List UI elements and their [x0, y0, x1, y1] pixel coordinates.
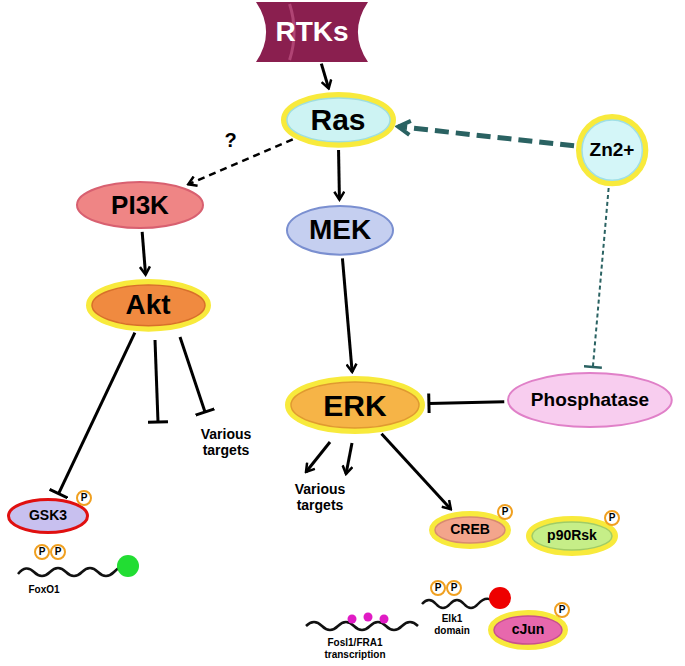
- inhibition-line: [155, 340, 158, 422]
- phospho-mark: P: [430, 580, 446, 596]
- phospho-mark: P: [554, 602, 570, 618]
- inhibition-line: [59, 333, 135, 494]
- node-shape: [285, 204, 395, 257]
- activation-arrow: [188, 139, 292, 184]
- node-shape: [526, 516, 618, 556]
- highlight-glow: [89, 282, 208, 329]
- activation-arrow: [346, 443, 352, 474]
- activation-arrow: [398, 127, 574, 146]
- receptor-highlight: [290, 4, 294, 60]
- target-ellipse: CREB: [429, 511, 511, 549]
- protein-domain: [489, 587, 511, 609]
- node-shape: [281, 92, 396, 148]
- transcription-dot: [348, 615, 357, 624]
- node-outline: [287, 98, 390, 142]
- node-label: p90Rsk: [547, 528, 597, 543]
- protein-strand: [422, 599, 492, 608]
- highlight-glow: [284, 95, 393, 145]
- transcription-dot: [380, 615, 389, 624]
- node-shape: [75, 180, 205, 230]
- transcription-dot: [364, 613, 373, 622]
- protein-ellipse: Akt: [86, 279, 211, 332]
- node-label: Ras: [310, 103, 365, 136]
- node-label: CREB: [450, 522, 490, 537]
- protein-ellipse: PI3K: [75, 180, 205, 230]
- phospho-mark: P: [34, 544, 50, 560]
- edge-label: ?: [222, 128, 238, 151]
- gene-note: Fosl1/FRA1 transcription: [310, 637, 400, 660]
- node-outline: [77, 182, 203, 228]
- phospho-mark: P: [76, 490, 92, 506]
- ion-circle: Zn2+: [576, 114, 648, 186]
- node-outline: [291, 382, 419, 428]
- node-shape: [506, 371, 674, 429]
- node-outline: [494, 616, 562, 644]
- protein-ellipse: MEK: [285, 204, 395, 257]
- gene-strand: [306, 622, 418, 630]
- target-note: Various targets: [284, 481, 356, 513]
- receptor-outline: [256, 2, 368, 62]
- node-shape: [576, 114, 648, 186]
- node-label: Akt: [125, 290, 170, 321]
- node-label: cJun: [512, 622, 545, 637]
- activation-arrow: [321, 64, 328, 89]
- node-label: Zn2+: [590, 140, 635, 161]
- phospho-mark: P: [604, 510, 620, 526]
- node-outline: [9, 500, 88, 533]
- activation-arrow: [382, 434, 451, 509]
- protein-ellipse: Ras: [281, 92, 396, 148]
- phospho-mark: P: [446, 580, 462, 596]
- node-shape: [86, 279, 211, 332]
- node-outline: [508, 373, 672, 427]
- protein-name: FoxO1: [14, 584, 74, 596]
- highlight-glow: [491, 613, 565, 647]
- highlight-glow: [579, 117, 645, 183]
- highlight-glow: [288, 379, 422, 431]
- node-shape: [429, 511, 511, 549]
- node-label: GSK3: [29, 508, 67, 523]
- target-ellipse: GSK3: [6, 497, 90, 535]
- target-ellipse: p90Rsk: [526, 516, 618, 556]
- activation-arrow: [337, 150, 341, 200]
- highlight-glow: [432, 514, 508, 546]
- protein-strand: [18, 566, 128, 576]
- inhibition-line: [593, 188, 609, 367]
- node-label: ERK: [323, 389, 386, 422]
- activation-arrow: [342, 258, 352, 372]
- receptor-shape: RTKs: [256, 2, 368, 62]
- node-label: PI3K: [111, 191, 169, 220]
- node-outline: [287, 206, 393, 255]
- node-outline: [92, 285, 205, 326]
- target-note: Various targets: [190, 426, 262, 458]
- activation-arrow: [142, 232, 145, 275]
- node-label: MEK: [309, 215, 371, 246]
- highlight-glow: [529, 519, 615, 553]
- node-label: Phosphatase: [531, 390, 649, 411]
- node-outline: [582, 120, 642, 180]
- target-ellipse: cJun: [488, 610, 568, 650]
- node-outline: [532, 522, 612, 550]
- inhibition-line: [429, 402, 504, 404]
- node-shape: [285, 376, 425, 434]
- phospho-mark: P: [497, 504, 513, 520]
- protein-ellipse: ERK: [285, 376, 425, 434]
- node-outline: [435, 517, 505, 543]
- node-shape: [6, 497, 90, 535]
- protein-domain: [117, 555, 139, 577]
- phospho-mark: P: [50, 544, 66, 560]
- node-shape: [488, 610, 568, 650]
- activation-arrow: [306, 442, 330, 472]
- node-shape: [256, 2, 368, 62]
- phosphatase-ellipse: Phosphatase: [506, 371, 674, 429]
- inhibition-line: [180, 337, 205, 412]
- node-label: RTKs: [275, 17, 348, 48]
- domain-name: Elk1 domain: [430, 613, 474, 636]
